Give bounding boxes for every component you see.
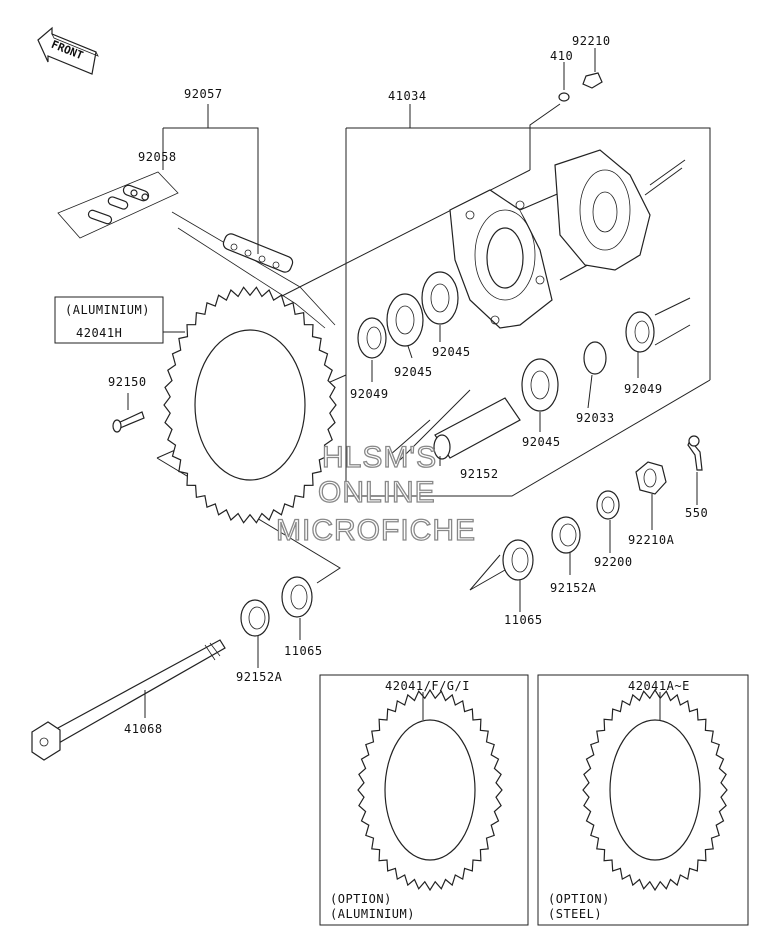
watermark-line1: HLSM'S	[322, 441, 437, 474]
circlip-92033	[583, 341, 607, 375]
watermark-line3: MICROFICHE	[276, 514, 476, 547]
callout-92152A-left: 92152A	[236, 670, 283, 684]
callout-92049-right: 92049	[624, 382, 663, 396]
bearing-92045-c	[521, 358, 559, 412]
callout-41068: 41068	[124, 722, 163, 736]
seal-11065-right	[469, 539, 534, 591]
callout-92200: 92200	[594, 555, 633, 569]
callout-11065-left: 11065	[284, 644, 323, 658]
bearing-92045-a	[386, 293, 424, 347]
option-steel-line1: (OPTION)	[548, 892, 610, 906]
bearing-left-outer	[357, 317, 387, 359]
washer-92200	[596, 490, 620, 520]
seal-92049-right	[625, 297, 691, 353]
collar-92152A-left	[240, 599, 270, 637]
callout-92152: 92152	[460, 467, 499, 481]
bolt-92150	[112, 411, 145, 433]
sprocket-option-aluminium	[357, 688, 503, 892]
bearing-92045-b	[421, 271, 459, 325]
seal-11065-left	[281, 576, 313, 618]
callout-92152A-right: 92152A	[550, 581, 597, 595]
nut-92210	[582, 72, 603, 89]
option-aluminium-line2: (ALUMINIUM)	[330, 907, 415, 921]
option-steel-part: 42041A~E	[628, 679, 690, 693]
option-box-steel	[537, 674, 749, 926]
sprocket-option-steel	[582, 688, 728, 892]
spacer-92152	[433, 397, 521, 460]
label-aluminium: (ALUMINIUM)	[65, 303, 150, 317]
option-steel-line2: (STEEL)	[548, 907, 602, 921]
callout-550: 550	[685, 506, 708, 520]
callout-410: 410	[550, 49, 573, 63]
callout-92045-c: 92045	[522, 435, 561, 449]
option-box-aluminium	[319, 674, 529, 926]
axle-41068	[31, 639, 226, 761]
callout-11065-right: 11065	[504, 613, 543, 627]
callout-92150: 92150	[108, 375, 147, 389]
callout-92057: 92057	[184, 87, 223, 101]
callout-92045-b: 92045	[432, 345, 471, 359]
watermark-line2: ONLINE	[318, 476, 436, 509]
callout-92210A: 92210A	[628, 533, 675, 547]
sprocket-42041H	[163, 286, 337, 524]
option-aluminium-line1: (OPTION)	[330, 892, 392, 906]
aluminium-tag-box	[54, 296, 164, 344]
master-link	[57, 171, 179, 239]
rear-hub	[449, 149, 686, 329]
callout-41034: 41034	[388, 89, 427, 103]
castle-nut-92210A	[635, 461, 667, 495]
callout-92033: 92033	[576, 411, 615, 425]
callout-92045-a: 92045	[394, 365, 433, 379]
option-aluminium-part: 42041/F/G/I	[385, 679, 470, 693]
callout-92049-left: 92049	[350, 387, 389, 401]
collar-92152A-right	[551, 516, 581, 554]
callout-42041H: 42041H	[76, 326, 122, 340]
front-arrow-icon: FRONT	[37, 26, 99, 75]
callout-92058: 92058	[138, 150, 177, 164]
washer-410	[558, 92, 570, 102]
cotter-pin-550	[687, 435, 703, 471]
callout-92210: 92210	[572, 34, 611, 48]
